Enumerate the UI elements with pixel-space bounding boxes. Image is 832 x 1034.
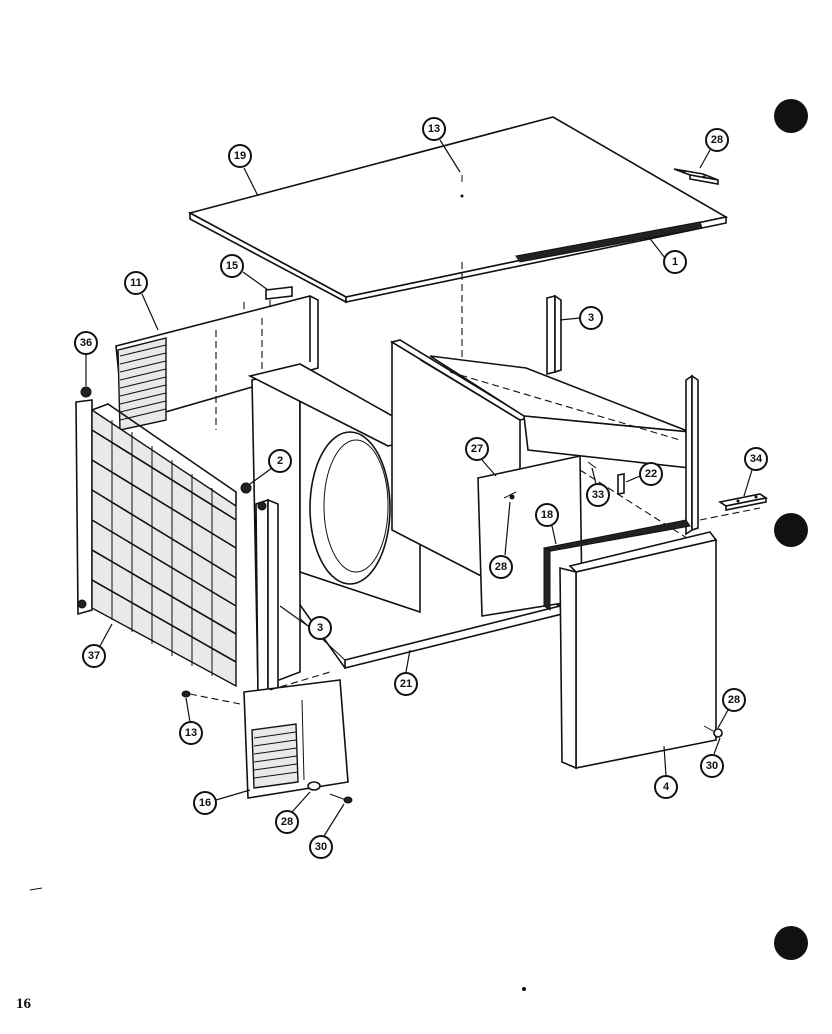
callout-30-right: 30	[700, 737, 724, 778]
svg-text:3: 3	[588, 312, 594, 324]
svg-text:30: 30	[315, 841, 327, 853]
callout-36: 36	[74, 331, 98, 386]
page-number: 16	[16, 996, 32, 1012]
inlet-grille-panel	[243, 671, 349, 799]
callout-16: 16	[193, 789, 251, 815]
callout-19: 19	[228, 144, 259, 197]
bracket-top-right	[673, 168, 719, 185]
svg-text:18: 18	[541, 509, 553, 521]
top-cover	[187, 116, 729, 304]
callout-3-bottom: 3	[279, 605, 332, 640]
bracket-right	[699, 493, 769, 521]
callout-28-bottom: 28	[275, 791, 311, 834]
coil-post	[240, 482, 279, 702]
callout-15: 15	[220, 254, 269, 291]
right-side-rail	[685, 374, 699, 536]
callout-33: 33	[586, 467, 610, 507]
rear-grille-panel	[115, 295, 319, 431]
svg-text:34: 34	[750, 453, 763, 465]
svg-text:21: 21	[400, 678, 412, 690]
callout-22: 22	[625, 462, 663, 486]
svg-text:1: 1	[672, 256, 678, 268]
callout-28-mid: 28	[489, 501, 513, 579]
screw-left	[181, 690, 241, 705]
svg-text:13: 13	[185, 727, 197, 739]
svg-text:37: 37	[88, 650, 100, 662]
callout-34: 34	[743, 447, 768, 497]
svg-text:13: 13	[428, 123, 440, 135]
stray-dot	[522, 987, 526, 991]
callout-3-top: 3	[559, 306, 603, 330]
svg-text:15: 15	[226, 260, 238, 272]
gasket-frame	[543, 519, 691, 611]
callout-28-right: 28	[717, 688, 746, 729]
callout-37: 37	[82, 623, 113, 668]
callout-21: 21	[394, 649, 418, 696]
svg-text:28: 28	[495, 561, 507, 573]
callout-13-bottom: 13	[179, 697, 203, 745]
svg-text:28: 28	[728, 694, 740, 706]
stray-mark	[29, 887, 43, 891]
callout-18: 18	[535, 503, 559, 545]
svg-text:36: 36	[80, 337, 92, 349]
svg-text:28: 28	[281, 816, 293, 828]
svg-text:16: 16	[199, 797, 211, 809]
callout-30-bottom: 30	[309, 803, 345, 859]
front-panel	[559, 531, 723, 770]
svg-text:3: 3	[317, 622, 323, 634]
svg-text:4: 4	[663, 781, 670, 793]
callout-27: 27	[465, 437, 497, 477]
binder-hole-bottom	[774, 926, 808, 960]
svg-text:11: 11	[130, 277, 142, 289]
callout-13-top: 13	[422, 117, 461, 173]
callout-2: 2	[249, 449, 292, 485]
callout-11: 11	[124, 271, 159, 331]
svg-text:30: 30	[706, 760, 718, 772]
clip-part	[265, 286, 293, 300]
binder-hole-top	[774, 99, 808, 133]
svg-text:27: 27	[471, 443, 483, 455]
svg-text:33: 33	[592, 489, 604, 501]
small-parts	[587, 461, 625, 495]
callout-1: 1	[647, 235, 687, 274]
svg-text:22: 22	[645, 468, 657, 480]
svg-text:2: 2	[277, 455, 283, 467]
svg-text:19: 19	[234, 150, 246, 162]
callouts: 13 19 28 1 15 11 3	[74, 117, 768, 859]
callout-28-top: 28	[699, 128, 729, 169]
vertical-channel-right	[546, 294, 562, 376]
washer-and-screw	[307, 781, 353, 804]
callout-4: 4	[654, 745, 678, 799]
svg-text:28: 28	[711, 134, 723, 146]
condenser-coil	[75, 386, 237, 688]
binder-hole-middle	[774, 513, 808, 547]
